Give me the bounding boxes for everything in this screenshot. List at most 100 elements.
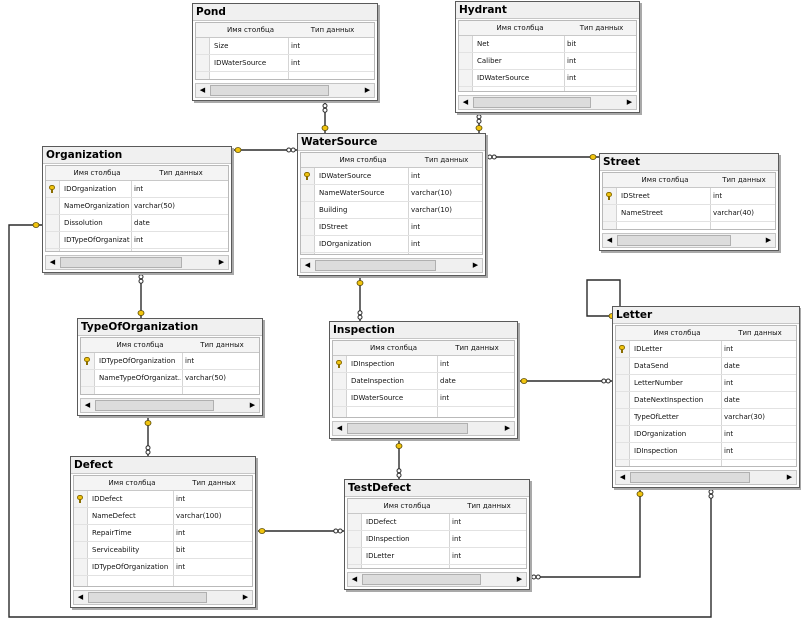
scroll-thumb[interactable] xyxy=(315,260,436,271)
scroll-thumb[interactable] xyxy=(95,400,214,411)
row-selector[interactable] xyxy=(616,460,630,466)
scroll-thumb[interactable] xyxy=(362,574,481,585)
scroll-right-icon[interactable]: ▶ xyxy=(626,98,633,106)
scroll-left-icon[interactable]: ◀ xyxy=(49,258,56,266)
scroll-thumb[interactable] xyxy=(617,235,731,246)
scroll-left-icon[interactable]: ◀ xyxy=(462,98,469,106)
row-selector[interactable] xyxy=(46,198,60,214)
table-row[interactable] xyxy=(74,576,252,586)
scroll-thumb[interactable] xyxy=(630,472,750,483)
row-selector[interactable] xyxy=(46,249,60,251)
row-selector[interactable] xyxy=(196,38,210,54)
table-title[interactable]: WaterSource xyxy=(298,134,485,151)
horizontal-scrollbar[interactable]: ◀▶ xyxy=(332,421,515,436)
row-selector[interactable] xyxy=(301,253,315,254)
scroll-right-icon[interactable]: ▶ xyxy=(472,261,479,269)
scroll-thumb[interactable] xyxy=(473,97,591,108)
scroll-left-icon[interactable]: ◀ xyxy=(199,86,206,94)
scroll-left-icon[interactable]: ◀ xyxy=(351,575,358,583)
table-title[interactable]: TypeOfOrganization xyxy=(78,319,262,336)
row-selector[interactable] xyxy=(196,55,210,71)
row-selector[interactable] xyxy=(74,576,88,586)
row-selector[interactable] xyxy=(301,236,315,252)
relation-letter-testdefect[interactable] xyxy=(530,488,641,578)
table-title[interactable]: Letter xyxy=(613,307,799,324)
table-row[interactable] xyxy=(333,407,514,417)
scroll-left-icon[interactable]: ◀ xyxy=(606,236,613,244)
row-selector[interactable] xyxy=(459,53,473,69)
scroll-right-icon[interactable]: ▶ xyxy=(364,86,371,94)
row-selector[interactable] xyxy=(74,508,88,524)
table-row[interactable]: NameTypeOfOrganizat...varchar(50) xyxy=(81,370,259,387)
scroll-right-icon[interactable]: ▶ xyxy=(218,258,225,266)
row-selector[interactable] xyxy=(333,407,347,417)
table-row[interactable] xyxy=(301,253,482,254)
horizontal-scrollbar[interactable]: ◀▶ xyxy=(458,95,637,110)
row-selector[interactable] xyxy=(348,514,362,530)
horizontal-scrollbar[interactable]: ◀▶ xyxy=(73,590,253,605)
row-selector[interactable] xyxy=(459,87,473,91)
horizontal-scrollbar[interactable]: ◀▶ xyxy=(80,398,260,413)
row-selector[interactable] xyxy=(348,531,362,547)
scroll-right-icon[interactable]: ▶ xyxy=(249,401,256,409)
table-title[interactable]: Defect xyxy=(71,457,255,474)
table-row[interactable] xyxy=(348,565,526,568)
horizontal-scrollbar[interactable]: ◀▶ xyxy=(602,233,776,248)
scroll-left-icon[interactable]: ◀ xyxy=(304,261,311,269)
horizontal-scrollbar[interactable]: ◀▶ xyxy=(195,83,375,98)
row-selector[interactable] xyxy=(301,185,315,201)
row-selector[interactable] xyxy=(616,426,630,442)
scroll-right-icon[interactable]: ▶ xyxy=(242,593,249,601)
row-selector[interactable] xyxy=(616,409,630,425)
row-selector[interactable] xyxy=(333,373,347,389)
row-selector[interactable] xyxy=(74,542,88,558)
scroll-left-icon[interactable]: ◀ xyxy=(77,593,84,601)
scroll-right-icon[interactable]: ▶ xyxy=(786,473,793,481)
row-selector[interactable] xyxy=(81,370,95,386)
row-selector[interactable] xyxy=(603,222,617,229)
scroll-left-icon[interactable]: ◀ xyxy=(619,473,626,481)
scroll-left-icon[interactable]: ◀ xyxy=(336,424,343,432)
table-title[interactable]: Organization xyxy=(43,147,231,164)
row-selector[interactable] xyxy=(74,559,88,575)
row-selector[interactable] xyxy=(348,565,362,568)
table-row[interactable] xyxy=(196,72,374,79)
row-selector[interactable] xyxy=(603,205,617,221)
table-title[interactable]: Street xyxy=(600,154,778,171)
table-title[interactable]: Hydrant xyxy=(456,2,639,19)
row-selector[interactable] xyxy=(616,375,630,391)
row-selector[interactable] xyxy=(459,70,473,86)
scroll-right-icon[interactable]: ▶ xyxy=(765,236,772,244)
table-title[interactable]: Pond xyxy=(193,4,377,21)
